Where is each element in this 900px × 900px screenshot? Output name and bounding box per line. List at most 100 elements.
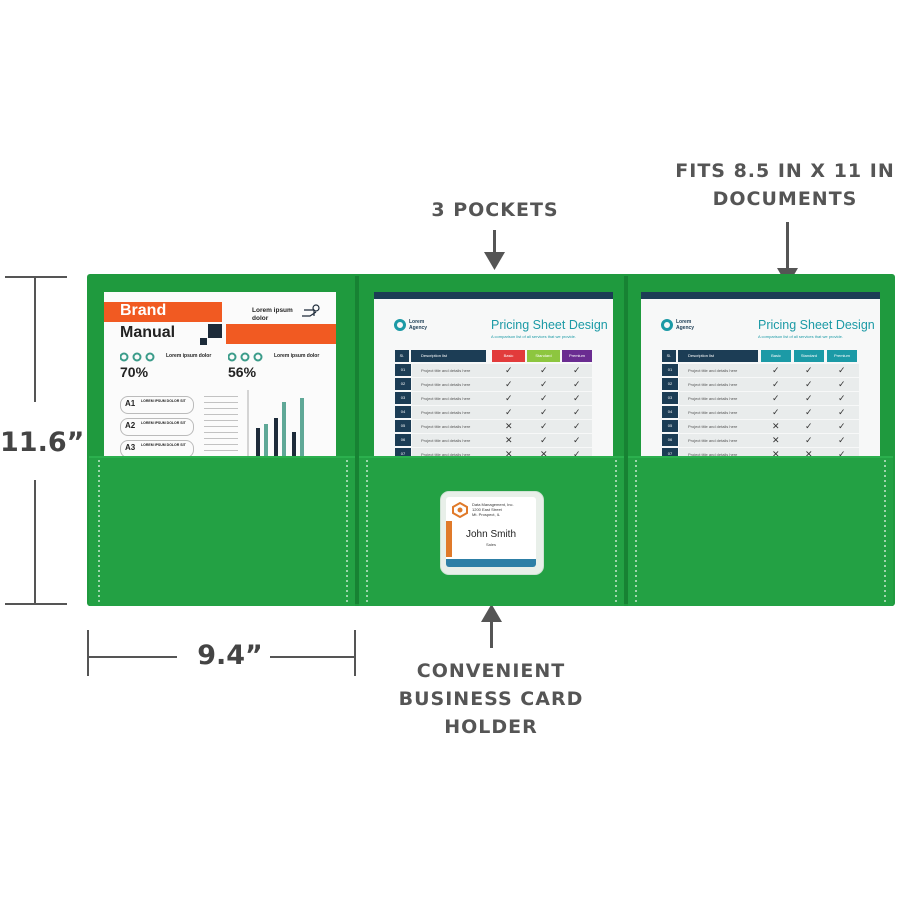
col-num-header-right: Sl.: [662, 350, 676, 362]
check-icon: ✓: [805, 435, 813, 445]
brochure-sheet: Brand Manual Lorem ipsum dolor 70% Lorem…: [104, 292, 336, 458]
check-icon: ✓: [505, 393, 513, 403]
pocket-right[interactable]: [628, 456, 893, 606]
check-icon: ✓: [573, 449, 581, 458]
pockets-callout: 3 POCKETS: [431, 199, 559, 221]
brochure-stat-1: 70%: [120, 364, 149, 380]
height-label: 11.6”: [0, 427, 85, 458]
row-number: 04: [395, 406, 411, 418]
row-description: Project title and details here: [421, 438, 471, 443]
cross-icon: ✕: [772, 449, 780, 458]
pocket-stitch: [366, 460, 368, 602]
check-icon: ✓: [573, 407, 581, 417]
height-dimension-bottom-tick: [5, 603, 67, 605]
brochure-square-small: [200, 338, 207, 345]
check-icon: ✓: [573, 393, 581, 403]
row-description: Project title and details here: [421, 382, 471, 387]
cross-icon: ✕: [505, 435, 513, 445]
table-row: [412, 406, 592, 419]
col-basic-header-left: Basic: [492, 350, 525, 362]
check-icon: ✓: [772, 393, 780, 403]
col-desc-header-right: Description list: [678, 350, 758, 362]
check-icon: ✓: [573, 365, 581, 375]
check-icon: ✓: [838, 407, 846, 417]
row-number: 02: [662, 378, 678, 390]
height-dimension-bottom-line: [34, 480, 36, 604]
check-icon: ✓: [838, 379, 846, 389]
fits-callout-line1: FITS 8.5 IN X 11 IN: [675, 160, 895, 182]
row-description: Project title and details here: [688, 424, 738, 429]
card-company: Data Management, Inc.: [472, 502, 514, 507]
check-icon: ✓: [805, 407, 813, 417]
check-icon: ✓: [772, 379, 780, 389]
pockets-arrow-shaft: [493, 230, 496, 260]
card-callout-line3: HOLDER: [444, 716, 538, 738]
check-icon: ✓: [540, 421, 548, 431]
col-premium-header-left: Premium: [562, 350, 592, 362]
height-dimension-top-line: [34, 276, 36, 402]
pricing-sheet-left: Lorem Agency Pricing Sheet Design A comp…: [374, 292, 613, 458]
check-icon: ✓: [838, 393, 846, 403]
pockets-arrow-head: [484, 252, 505, 270]
table-row: [412, 378, 592, 391]
row-number: 04: [662, 406, 678, 418]
card-arrow-shaft: [490, 618, 493, 648]
check-icon: ✓: [505, 407, 513, 417]
row-description: Project title and details here: [688, 452, 738, 457]
check-icon: ✓: [838, 435, 846, 445]
item-a1-label: A1: [125, 399, 136, 408]
check-icon: ✓: [805, 421, 813, 431]
row-description: Project title and details here: [421, 410, 471, 415]
agency-logo-icon: [661, 319, 673, 331]
table-row: [679, 420, 859, 433]
check-icon: ✓: [540, 379, 548, 389]
row-number: 03: [395, 392, 411, 404]
check-icon: ✓: [805, 393, 813, 403]
col-standard-header-left: Standard: [527, 350, 560, 362]
check-icon: ✓: [573, 379, 581, 389]
table-row: [679, 448, 859, 458]
row-number: 03: [662, 392, 678, 404]
row-number: 07: [662, 448, 678, 458]
check-icon: ✓: [772, 365, 780, 375]
brochure-title-line2: Manual: [120, 324, 176, 341]
check-icon: ✓: [540, 435, 548, 445]
item-a2-label: A2: [125, 421, 136, 430]
check-icon: ✓: [505, 365, 513, 375]
check-icon: ✓: [573, 421, 581, 431]
stat-circles-right: [228, 352, 263, 362]
fits-arrow-shaft: [786, 222, 789, 272]
brochure-stat-label-1: Lorem ipsum dolor: [166, 353, 212, 359]
item-a2-text: LOREM IPSUM DOLOR SIT: [141, 421, 186, 425]
agency-brand-right: Lorem Agency: [676, 319, 695, 331]
card-street: 1200 East Street: [472, 507, 502, 512]
row-number: 02: [395, 378, 411, 390]
check-icon: ✓: [772, 407, 780, 417]
pricing-title-right: Pricing Sheet Design: [758, 318, 875, 332]
table-row: [412, 364, 592, 377]
col-standard-header-right: Standard: [794, 350, 824, 362]
hand-icon: [302, 304, 320, 317]
brochure-orange-bar: [104, 302, 222, 322]
table-row: [679, 378, 859, 391]
brochure-bar-chart: [247, 390, 304, 456]
brochure-lorem-heading: Lorem ipsum dolor: [252, 307, 293, 322]
col-num-header-left: Sl.: [395, 350, 409, 362]
brochure-list-item-a2: A2 LOREM IPSUM DOLOR SIT: [120, 418, 194, 436]
item-a3-label: A3: [125, 443, 136, 452]
card-left-accent: [446, 521, 452, 557]
card-city: Mt. Prospect, IL: [472, 512, 501, 517]
folder-fold-left: [355, 276, 359, 604]
cross-icon: ✕: [805, 449, 813, 458]
check-icon: ✓: [540, 365, 548, 375]
brochure-stat-label-2: Lorem ipsum dolor: [274, 353, 320, 359]
cross-icon: ✕: [772, 421, 780, 431]
cross-icon: ✕: [772, 435, 780, 445]
width-dimension-right-tick: [354, 630, 356, 676]
row-number: 07: [395, 448, 411, 458]
pocket-left[interactable]: [89, 456, 355, 606]
pocket-stitch: [615, 460, 617, 602]
width-dimension-right-line: [270, 656, 356, 658]
cross-icon: ✕: [505, 449, 513, 458]
card-title: Sales: [485, 542, 496, 547]
